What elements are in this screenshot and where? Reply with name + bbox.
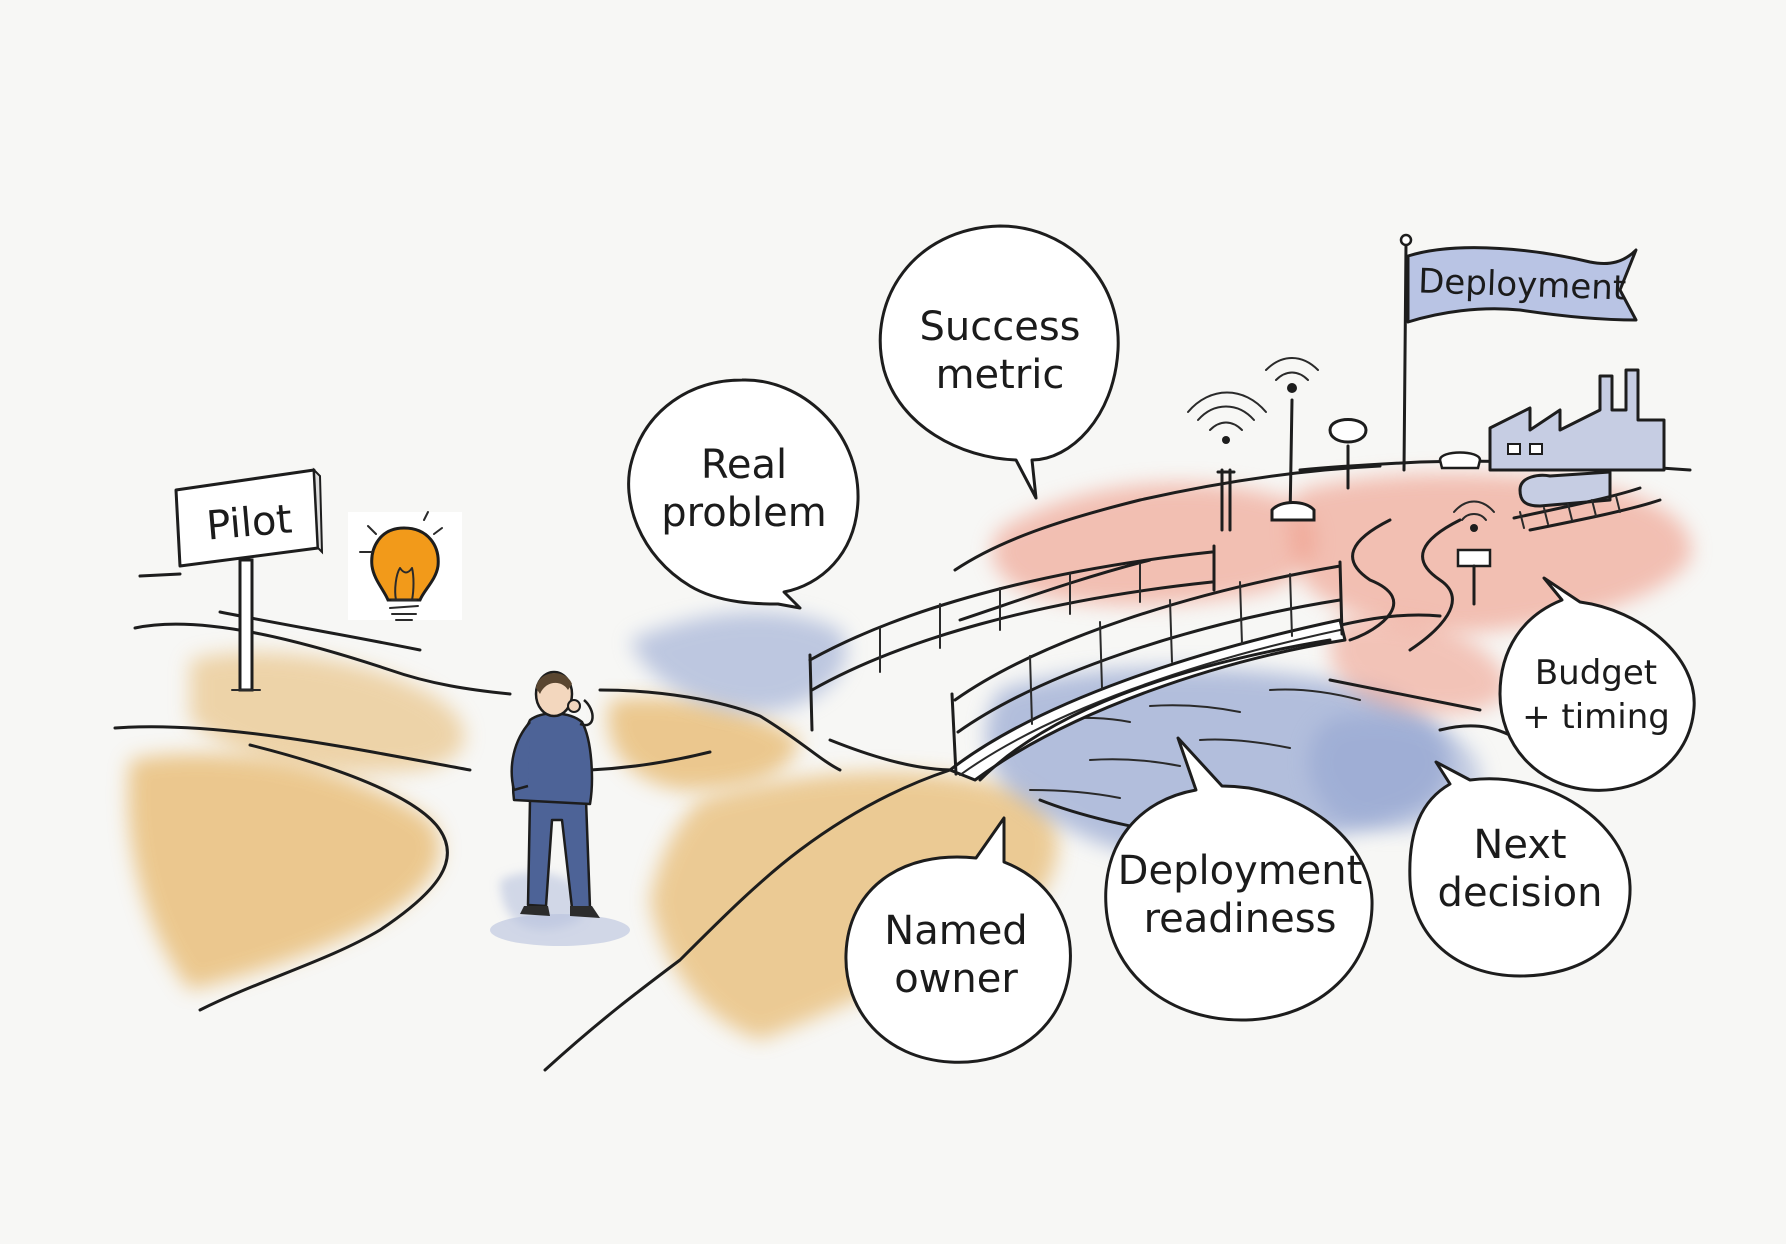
named-owner-line1: Named (884, 908, 1027, 954)
bubble-deployment-readiness: Deployment readiness (1104, 736, 1374, 1022)
real-problem-line2: problem (661, 490, 827, 536)
road-lines (113, 459, 1692, 1072)
bubble-real-problem: Real problem (627, 378, 860, 610)
lightbulb-icon (348, 511, 462, 621)
signpost-icon: Pilot (174, 467, 324, 692)
deployment-flag-label: Deployment (1418, 261, 1627, 308)
bubble-named-owner: Named owner (844, 816, 1072, 1064)
budget-timing-line1: Budget (1535, 653, 1657, 693)
next-decision-line2: decision (1438, 870, 1603, 916)
success-metric-line2: metric (936, 352, 1065, 398)
bubble-success-metric: Success metric (878, 224, 1120, 500)
antenna-icon (1187, 357, 1495, 606)
deployment-readiness-line1: Deployment (1118, 848, 1363, 894)
next-decision-line1: Next (1473, 822, 1566, 868)
person-icon (490, 670, 630, 946)
bridge-icon (808, 544, 1347, 782)
success-metric-line1: Success (919, 304, 1080, 350)
pilot-sign-label: Pilot (205, 496, 294, 549)
river-lines (1029, 688, 1361, 799)
bubble-next-decision: Next decision (1408, 760, 1632, 978)
real-problem-line1: Real (701, 442, 787, 488)
factory-icon (1438, 368, 1666, 472)
named-owner-line2: owner (894, 956, 1018, 1002)
flag-icon: Deployment (1399, 233, 1638, 472)
bubble-budget-timing: Budget + timing (1498, 576, 1696, 792)
budget-timing-line2: + timing (1522, 697, 1670, 737)
deployment-readiness-line2: readiness (1144, 896, 1337, 942)
train-icon (1512, 470, 1662, 532)
